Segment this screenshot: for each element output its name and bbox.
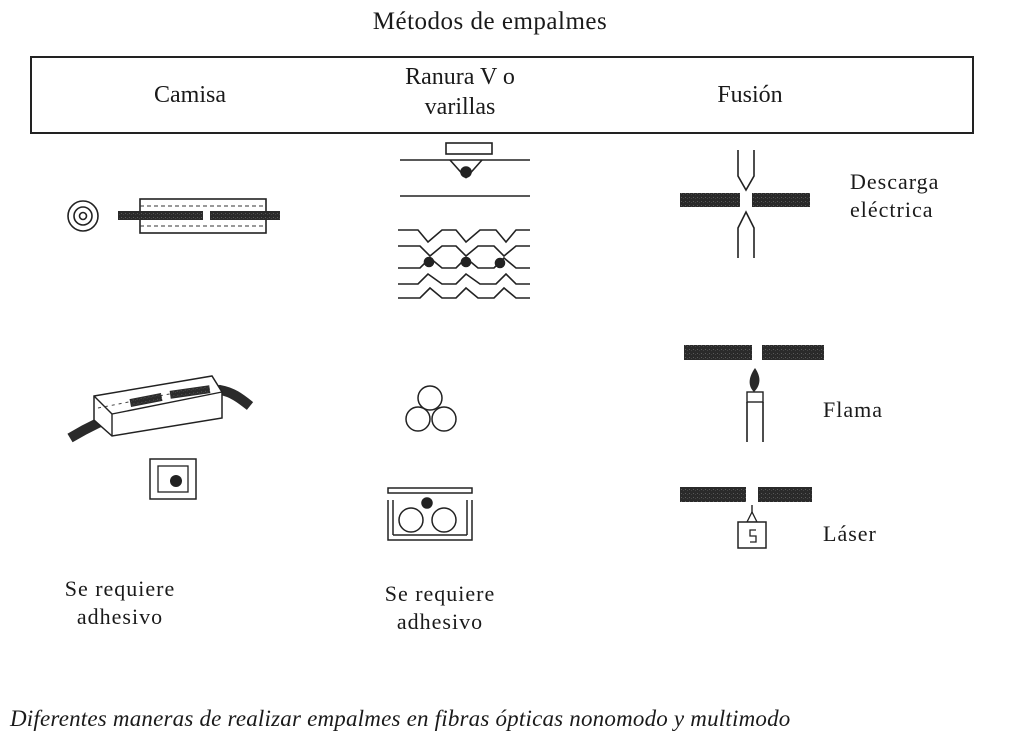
column-header-ranura: Ranura V o varillas [370,62,550,122]
column-header-camisa: Camisa [154,82,226,108]
header-box [30,56,974,134]
laser-fusion-icon [680,487,812,549]
figure-caption: Diferentes maneras de realizar empalmes … [10,706,791,731]
label-flama: Flama [823,397,883,422]
electric-arc-fusion-icon [680,150,810,258]
note-camisa-adhesivo: Se requiere adhesivo [40,575,200,631]
label-descarga-line2: eléctrica [850,197,934,222]
column-header-ranura-line1: Ranura V o [405,64,515,90]
note-ranura-line1: Se requiere [384,581,496,606]
note-ranura-adhesivo: Se requiere adhesivo [360,580,520,636]
label-descarga-electrica: Descarga eléctrica [850,168,980,224]
sleeve-splice-icon [118,198,280,234]
note-camisa-line1: Se requiere [64,576,176,601]
label-descarga-line1: Descarga [850,169,940,194]
rod-alignment-icon [398,229,530,299]
diagram-title: Métodos de empalmes [372,8,608,35]
flame-fusion-icon [684,345,824,442]
three-rod-cluster-icon [405,385,457,432]
label-laser: Láser [823,521,877,546]
note-ranura-line2: adhesivo [396,609,484,634]
angled-sleeve-splice-icon [67,375,254,443]
v-groove-icon [400,142,530,197]
note-camisa-line2: adhesivo [76,604,164,629]
sleeve-square-section-icon [149,458,197,500]
column-header-ranura-line2: varillas [424,94,496,120]
rods-in-tray-icon [387,487,473,541]
column-header-fusion: Fusión [717,82,783,108]
sleeve-cross-section-icon [67,200,99,232]
